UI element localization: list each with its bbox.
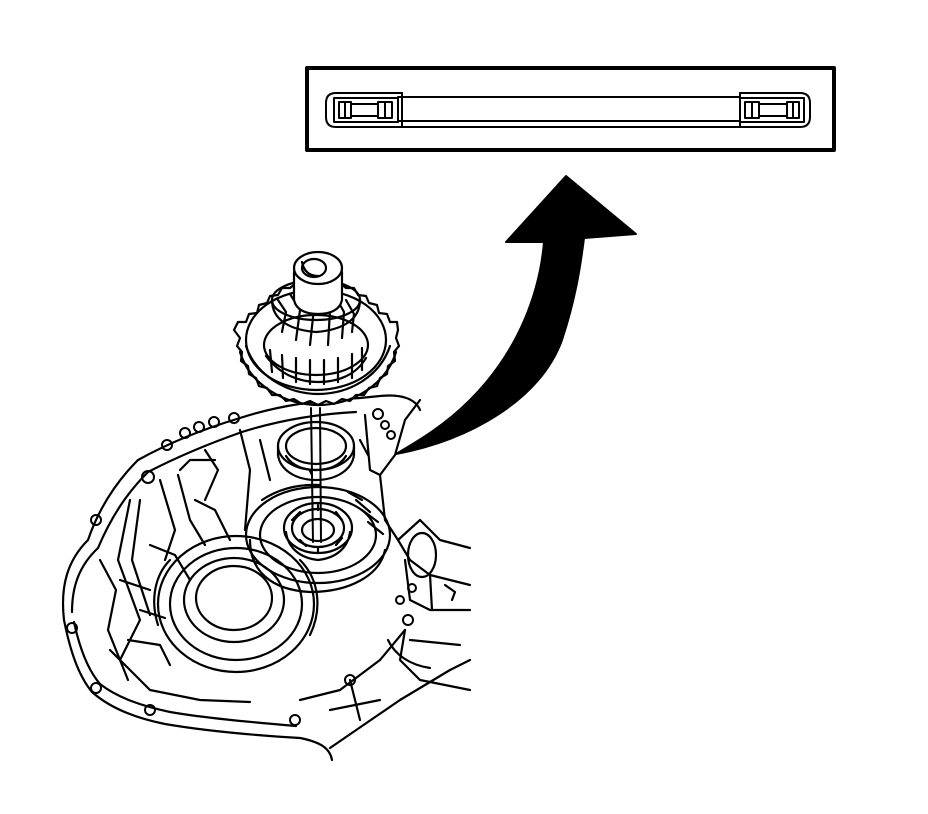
main-bore — [153, 534, 319, 674]
transmission-case — [61, 394, 472, 762]
roller-bearing — [282, 501, 354, 562]
bearing-seat — [244, 483, 392, 594]
bearing-cross-section — [325, 92, 811, 128]
shaft-guide — [310, 407, 322, 543]
helical-gear — [232, 250, 401, 407]
bolt-holes — [66, 408, 417, 726]
inset-box — [305, 66, 836, 152]
bearing-race — [276, 420, 356, 482]
direction-arrow — [395, 175, 637, 455]
